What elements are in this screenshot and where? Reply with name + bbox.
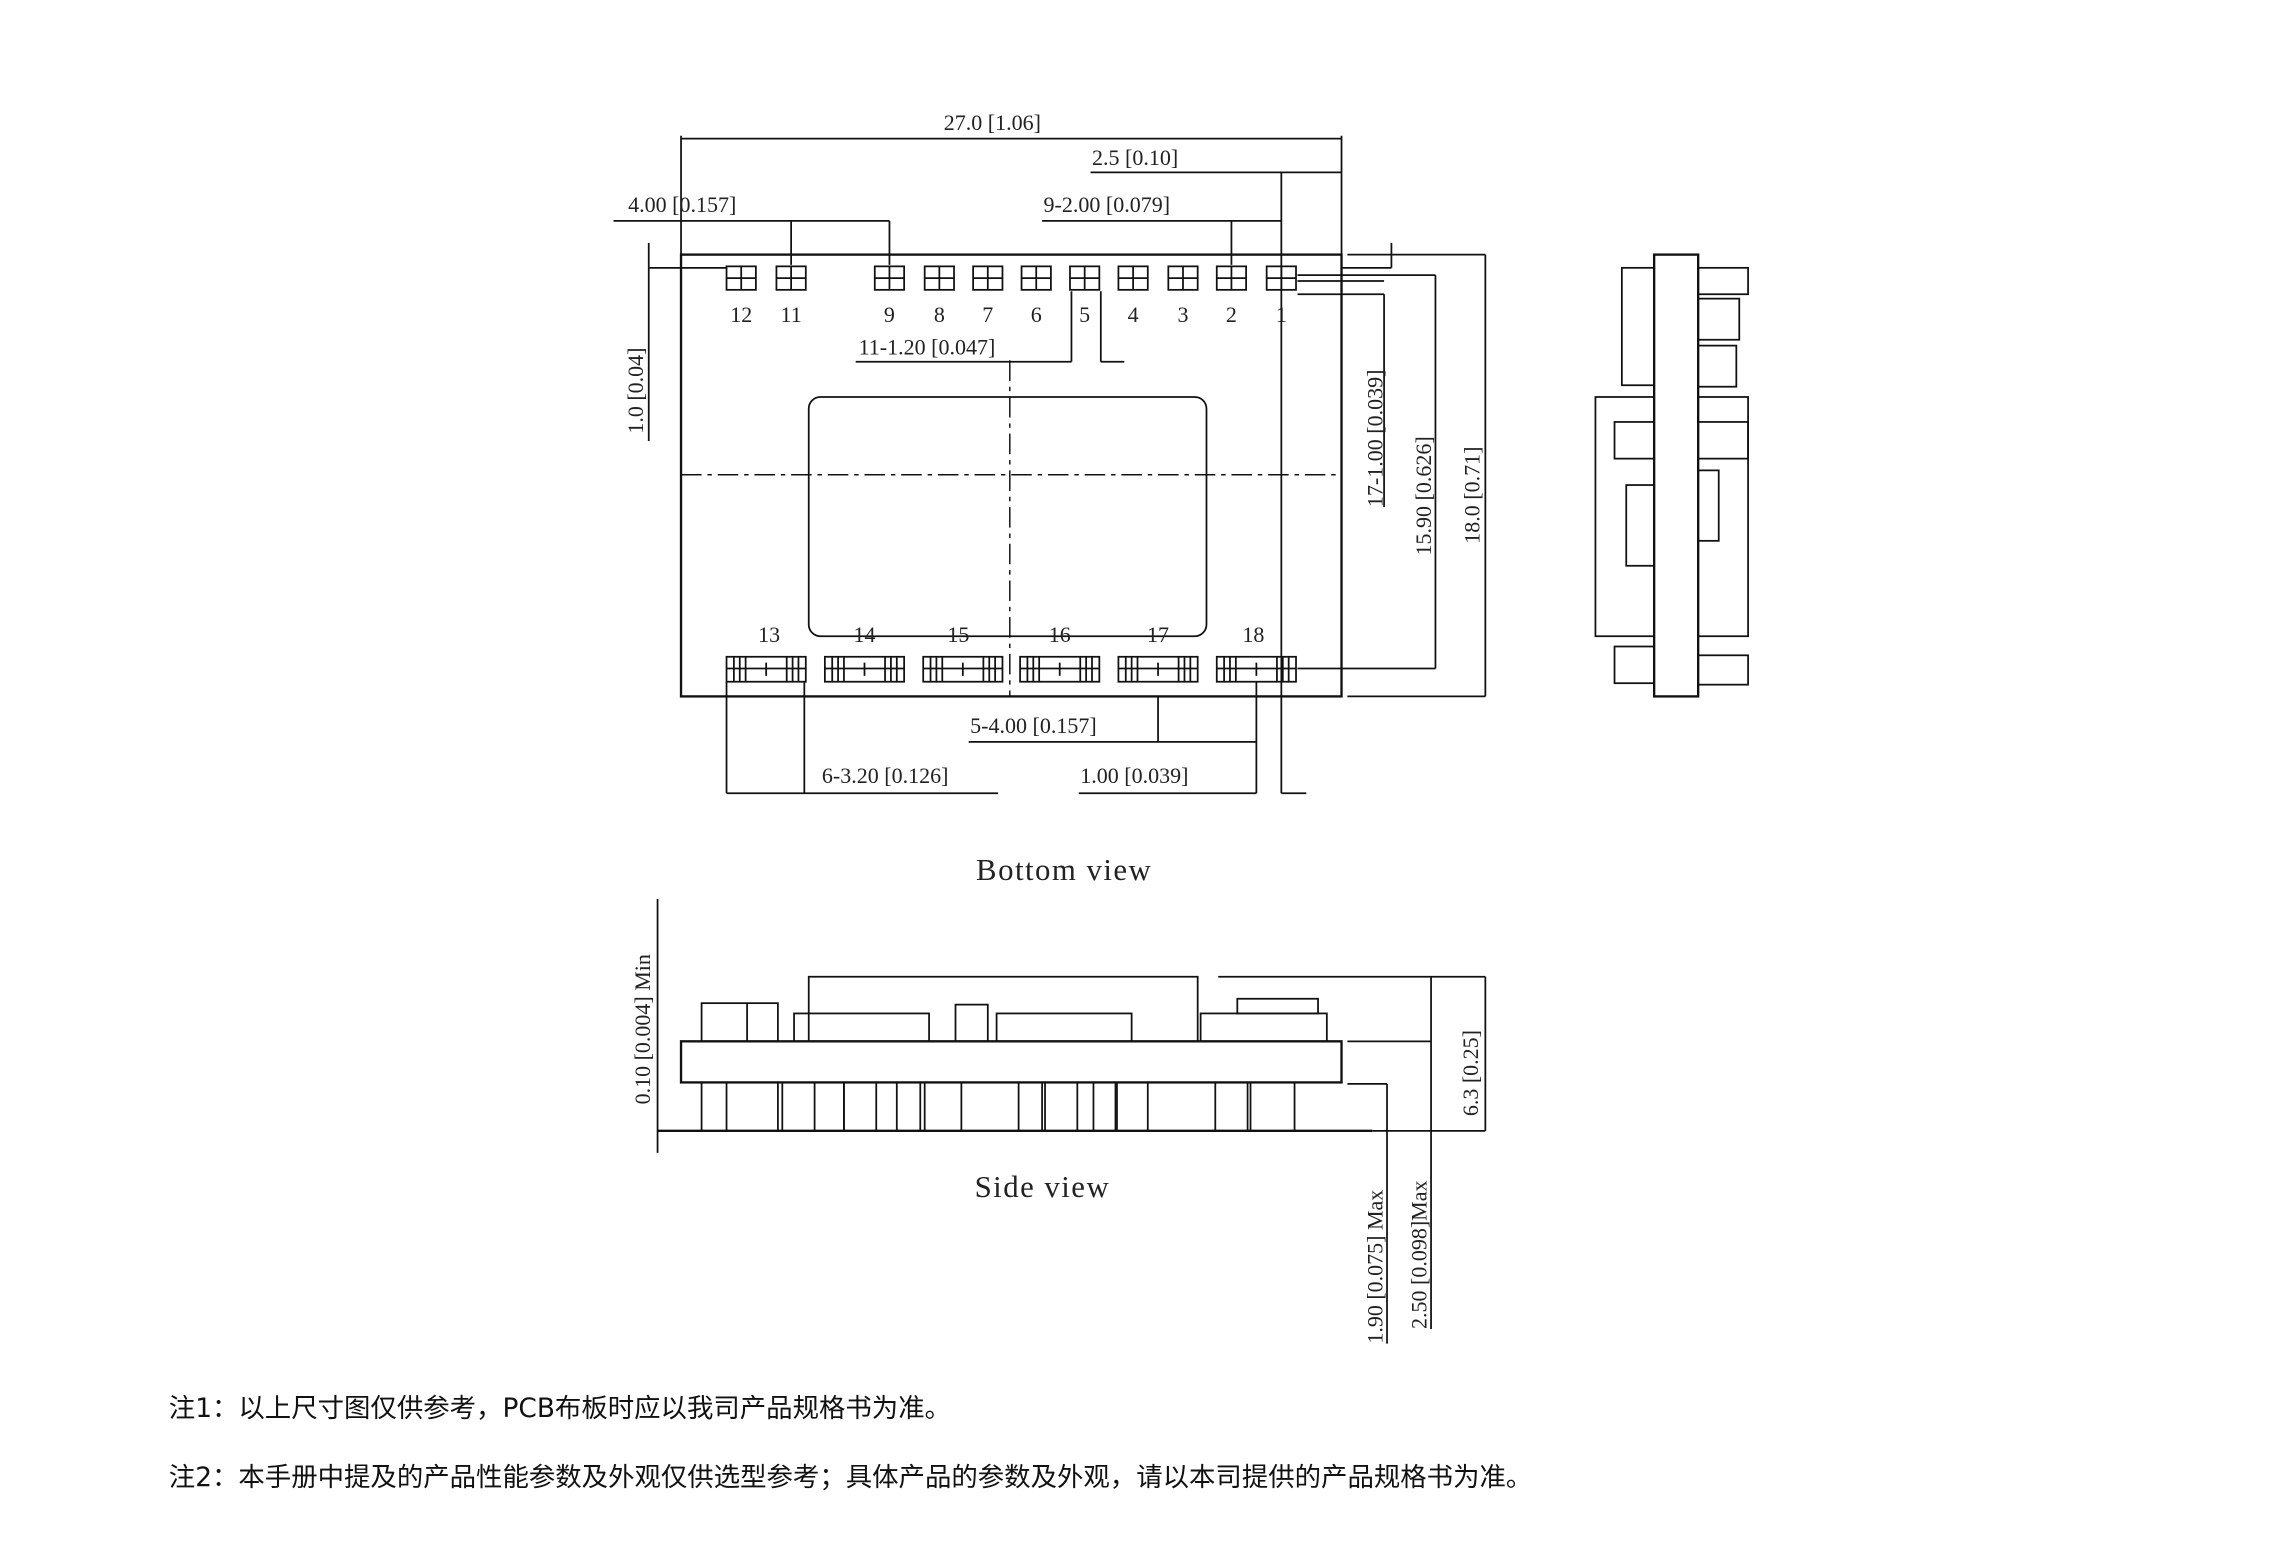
pin-16: 16 <box>1019 622 1101 683</box>
pin-label: 3 <box>1177 302 1188 327</box>
dim-bottom-pin-width: 6-3.20 [0.126] <box>822 763 948 788</box>
side-profile-right <box>1594 253 1749 698</box>
pin-leg <box>813 1081 845 1132</box>
pin-label: 14 <box>853 622 875 647</box>
pin-label: 11 <box>781 302 802 327</box>
dim-edge-top: 1.0 [0.04] <box>623 348 648 434</box>
note-1: 注1：以上尺寸图仅供参考，PCB布板时应以我司产品规格书为准。 <box>169 1393 951 1424</box>
pin-label: 7 <box>982 302 993 327</box>
dim-overall-height: 18.0 [0.71] <box>1459 447 1484 544</box>
pin-label: 2 <box>1226 302 1237 327</box>
pin-label: 16 <box>1049 622 1071 647</box>
dim-pin-length-2: 2.50 [0.098]Max <box>1407 1181 1432 1329</box>
pin-leg <box>1044 1081 1079 1132</box>
dim-standoff: 0.10 [0.004] Min <box>630 954 655 1104</box>
pin-label: 8 <box>934 302 945 327</box>
pin-leg <box>923 1081 963 1132</box>
dim-bottom-pitch: 5-4.00 [0.157] <box>970 713 1096 738</box>
bottom-view-caption: Bottom view <box>976 853 1152 887</box>
pin-leg <box>895 1081 922 1132</box>
pin-label: 4 <box>1128 302 1139 327</box>
pin-leg <box>1017 1081 1043 1132</box>
side-view: 0.10 [0.004] Min 6.3 [0.25] 1.90 [0.075]… <box>630 898 1487 1344</box>
pin-13: 13 <box>725 622 807 683</box>
pin-12: 12 <box>725 265 757 327</box>
pin-leg <box>1214 1081 1249 1132</box>
pin-label: 9 <box>884 302 895 327</box>
pin-leg <box>1114 1081 1149 1132</box>
pin-6: 6 <box>1020 265 1052 327</box>
pin-leg <box>1092 1081 1118 1132</box>
pin-5: 5 <box>1069 265 1101 327</box>
pin-leg <box>843 1081 878 1132</box>
dim-edge-offset: 2.5 [0.10] <box>1092 145 1178 170</box>
pin-8: 8 <box>923 265 955 327</box>
pin-14: 14 <box>823 622 906 683</box>
pin-7: 7 <box>972 265 1004 327</box>
dim-height: 6.3 [0.25] <box>1458 1030 1483 1116</box>
pin-17: 17 <box>1117 622 1199 683</box>
dim-bottom-offset: 1.00 [0.039] <box>1080 763 1188 788</box>
dim-top-pitch: 9-2.00 [0.079] <box>1044 192 1170 217</box>
dim-overall-width: 27.0 [1.06] <box>944 110 1041 135</box>
pin-18: 18 <box>1215 622 1297 683</box>
pin-label: 5 <box>1079 302 1090 327</box>
pin-label: 13 <box>758 622 780 647</box>
pin-label: 15 <box>947 622 969 647</box>
pin-label: 18 <box>1242 622 1264 647</box>
pin-label: 12 <box>730 302 752 327</box>
pin-3: 3 <box>1167 265 1199 327</box>
dim-pin-length-1: 1.90 [0.075] Max <box>1363 1190 1388 1344</box>
pin-2: 2 <box>1215 265 1247 327</box>
pin-label: 17 <box>1147 622 1169 647</box>
pin-leg <box>1249 1081 1296 1132</box>
dim-pin-width: 11-1.20 [0.047] <box>859 334 996 359</box>
pin-label: 6 <box>1031 302 1042 327</box>
pin-15: 15 <box>922 622 1004 683</box>
dim-gap: 4.00 [0.157] <box>628 192 736 217</box>
side-view-caption: Side view <box>975 1170 1111 1204</box>
core-outline <box>807 396 1208 638</box>
pin-leg <box>725 1081 784 1132</box>
dim-row-spacing: 15.90 [0.626] <box>1411 436 1436 555</box>
pin-leg <box>700 1081 779 1132</box>
note-2: 注2：本手册中提及的产品性能参数及外观仅供选型参考；具体产品的参数及外观，请以本… <box>169 1462 1533 1493</box>
pin-11: 11 <box>775 265 807 327</box>
dim-pin-height: 17-1.00 [0.039] <box>1363 370 1388 507</box>
pin-9: 9 <box>873 265 906 327</box>
pin-4: 4 <box>1117 265 1149 327</box>
